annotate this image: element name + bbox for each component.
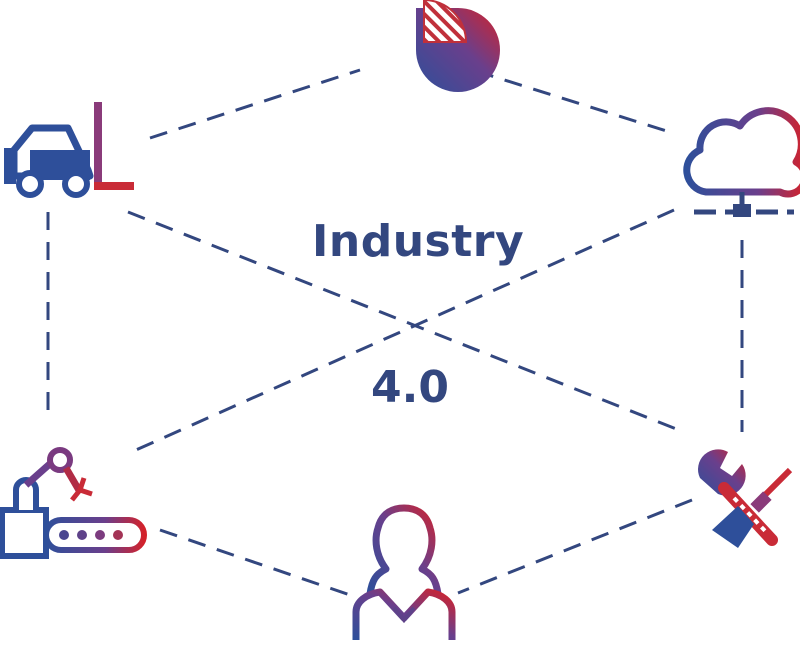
- title-version: 4.0: [371, 362, 449, 413]
- connector-tools-to-person: [457, 498, 693, 595]
- robot-arm-conveyor-icon: [0, 447, 147, 559]
- wrench-screwdriver-icon: [698, 449, 793, 548]
- connector-lines: [46, 68, 744, 597]
- pie-chart-icon: [416, 0, 500, 92]
- connector-forklift-to-pie: [149, 68, 361, 140]
- cloud-network-icon: [683, 107, 800, 217]
- connector-robot-to-person: [159, 528, 351, 597]
- person-icon: [352, 504, 456, 640]
- connector-pie-to-cloud: [475, 69, 677, 136]
- forklift-icon: [4, 102, 134, 198]
- connector-forklift-to-tools: [127, 210, 685, 434]
- connector-cloud-to-robot: [135, 208, 675, 452]
- title-industry: Industry: [312, 216, 525, 267]
